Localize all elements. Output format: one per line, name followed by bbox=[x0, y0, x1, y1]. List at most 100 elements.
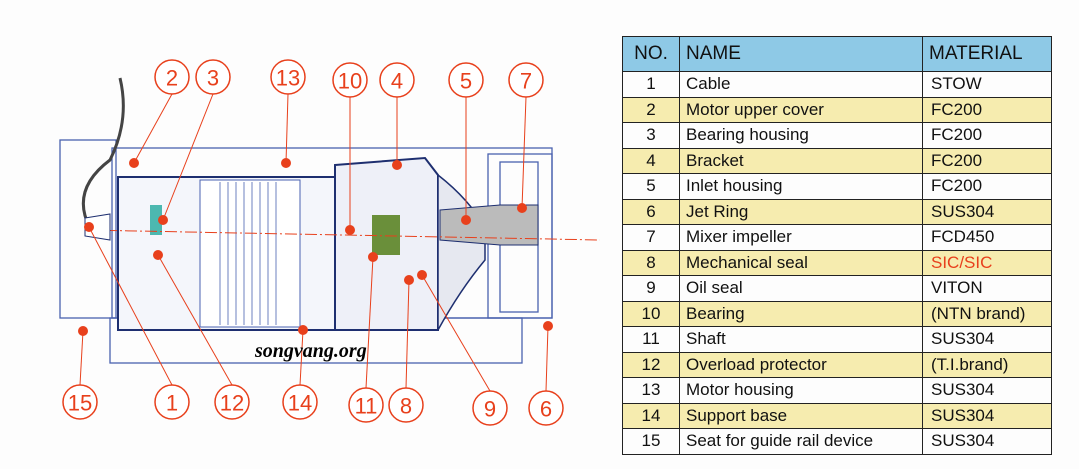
cell-no: 1 bbox=[622, 71, 680, 98]
leader-line bbox=[285, 93, 289, 164]
cell-material: VITON bbox=[922, 275, 1052, 302]
cell-name: Shaft bbox=[679, 326, 923, 353]
callout-dot bbox=[158, 215, 168, 225]
cell-no: 15 bbox=[622, 428, 680, 455]
callout-number: 7 bbox=[520, 69, 532, 94]
callout-dot bbox=[543, 321, 553, 331]
callout-number: 2 bbox=[166, 66, 178, 91]
cell-no: 5 bbox=[622, 173, 680, 200]
callout-number: 13 bbox=[276, 66, 300, 91]
cell-no: 10 bbox=[622, 300, 680, 327]
callout-circle bbox=[332, 62, 368, 98]
callout-number: 10 bbox=[338, 69, 362, 94]
callout-number: 1 bbox=[166, 391, 178, 416]
callout-dot bbox=[298, 325, 308, 335]
cell-name: Cable bbox=[679, 71, 923, 98]
guide-rail-seat bbox=[59, 139, 117, 319]
callout-number: 11 bbox=[355, 394, 378, 419]
callout-number: 12 bbox=[220, 391, 244, 416]
callout-circle bbox=[388, 387, 424, 423]
callout-number: 15 bbox=[68, 391, 92, 416]
stator-fins bbox=[219, 182, 277, 325]
cell-material: SUS304 bbox=[922, 428, 1052, 455]
callout-circle bbox=[195, 59, 231, 95]
cable bbox=[81, 77, 125, 229]
cell-no: 11 bbox=[622, 326, 680, 353]
callout-14: 14 bbox=[282, 325, 318, 420]
cell-no: 3 bbox=[622, 122, 680, 149]
cell-name: Seat for guide rail device bbox=[679, 428, 923, 455]
callout-number: 6 bbox=[540, 397, 552, 422]
leader-line bbox=[162, 93, 214, 221]
watermark: songvang.org bbox=[255, 340, 367, 362]
callout-circle bbox=[282, 384, 318, 420]
leader-line bbox=[421, 274, 491, 392]
callout-circle bbox=[472, 390, 508, 426]
leader-line bbox=[521, 96, 527, 209]
cell-material: FCD450 bbox=[922, 224, 1052, 251]
callout-circle bbox=[154, 384, 190, 420]
cell-name: Oil seal bbox=[679, 275, 923, 302]
callout-number: 4 bbox=[391, 69, 403, 94]
cell-name: Inlet housing bbox=[679, 173, 923, 200]
cell-material: SUS304 bbox=[922, 402, 1052, 429]
header-no: NO. bbox=[622, 36, 680, 72]
cell-material: FC200 bbox=[922, 173, 1052, 200]
cell-name: Bearing bbox=[679, 300, 923, 327]
cell-material: SUS304 bbox=[922, 377, 1052, 404]
leader-line bbox=[157, 254, 233, 386]
cell-no: 8 bbox=[622, 249, 680, 276]
cell-material: SUS304 bbox=[922, 198, 1052, 225]
callout-circle bbox=[62, 384, 98, 420]
callout-dot bbox=[153, 250, 163, 260]
callout-8: 8 bbox=[388, 275, 424, 423]
center-axis bbox=[84, 229, 601, 241]
callout-12: 12 bbox=[153, 250, 250, 420]
callout-circle bbox=[448, 62, 484, 98]
cell-name: Jet Ring bbox=[679, 198, 923, 225]
callout-dot bbox=[392, 160, 402, 170]
cell-material: FC200 bbox=[922, 147, 1052, 174]
header-name: NAME bbox=[679, 36, 923, 72]
callout-number: 8 bbox=[400, 394, 412, 419]
cell-material: SUS304 bbox=[922, 326, 1052, 353]
callout-3: 3 bbox=[158, 59, 231, 225]
cell-material: FC200 bbox=[922, 122, 1052, 149]
cell-name: Support base bbox=[679, 402, 923, 429]
cell-no: 2 bbox=[622, 96, 680, 123]
callout-15: 15 bbox=[62, 326, 98, 420]
cell-material: (NTN brand) bbox=[922, 300, 1052, 327]
leader-line bbox=[405, 279, 410, 389]
callout-dot bbox=[517, 203, 527, 213]
callout-dot bbox=[345, 225, 355, 235]
cell-name: Motor upper cover bbox=[679, 96, 923, 123]
callout-number: 5 bbox=[460, 69, 472, 94]
cell-no: 13 bbox=[622, 377, 680, 404]
cell-name: Overload protector bbox=[679, 351, 923, 378]
callout-9: 9 bbox=[417, 270, 508, 426]
cell-name: Mechanical seal bbox=[679, 249, 923, 276]
cell-material: FC200 bbox=[922, 96, 1052, 123]
cell-material: (T.I.brand) bbox=[922, 351, 1052, 378]
cell-name: Motor housing bbox=[679, 377, 923, 404]
cell-name: Bearing housing bbox=[679, 122, 923, 149]
leader-line bbox=[545, 325, 549, 392]
cell-no: 6 bbox=[622, 198, 680, 225]
cell-no: 12 bbox=[622, 351, 680, 378]
callout-circle bbox=[528, 390, 564, 426]
callout-dot bbox=[78, 326, 88, 336]
callout-4: 4 bbox=[379, 62, 415, 170]
